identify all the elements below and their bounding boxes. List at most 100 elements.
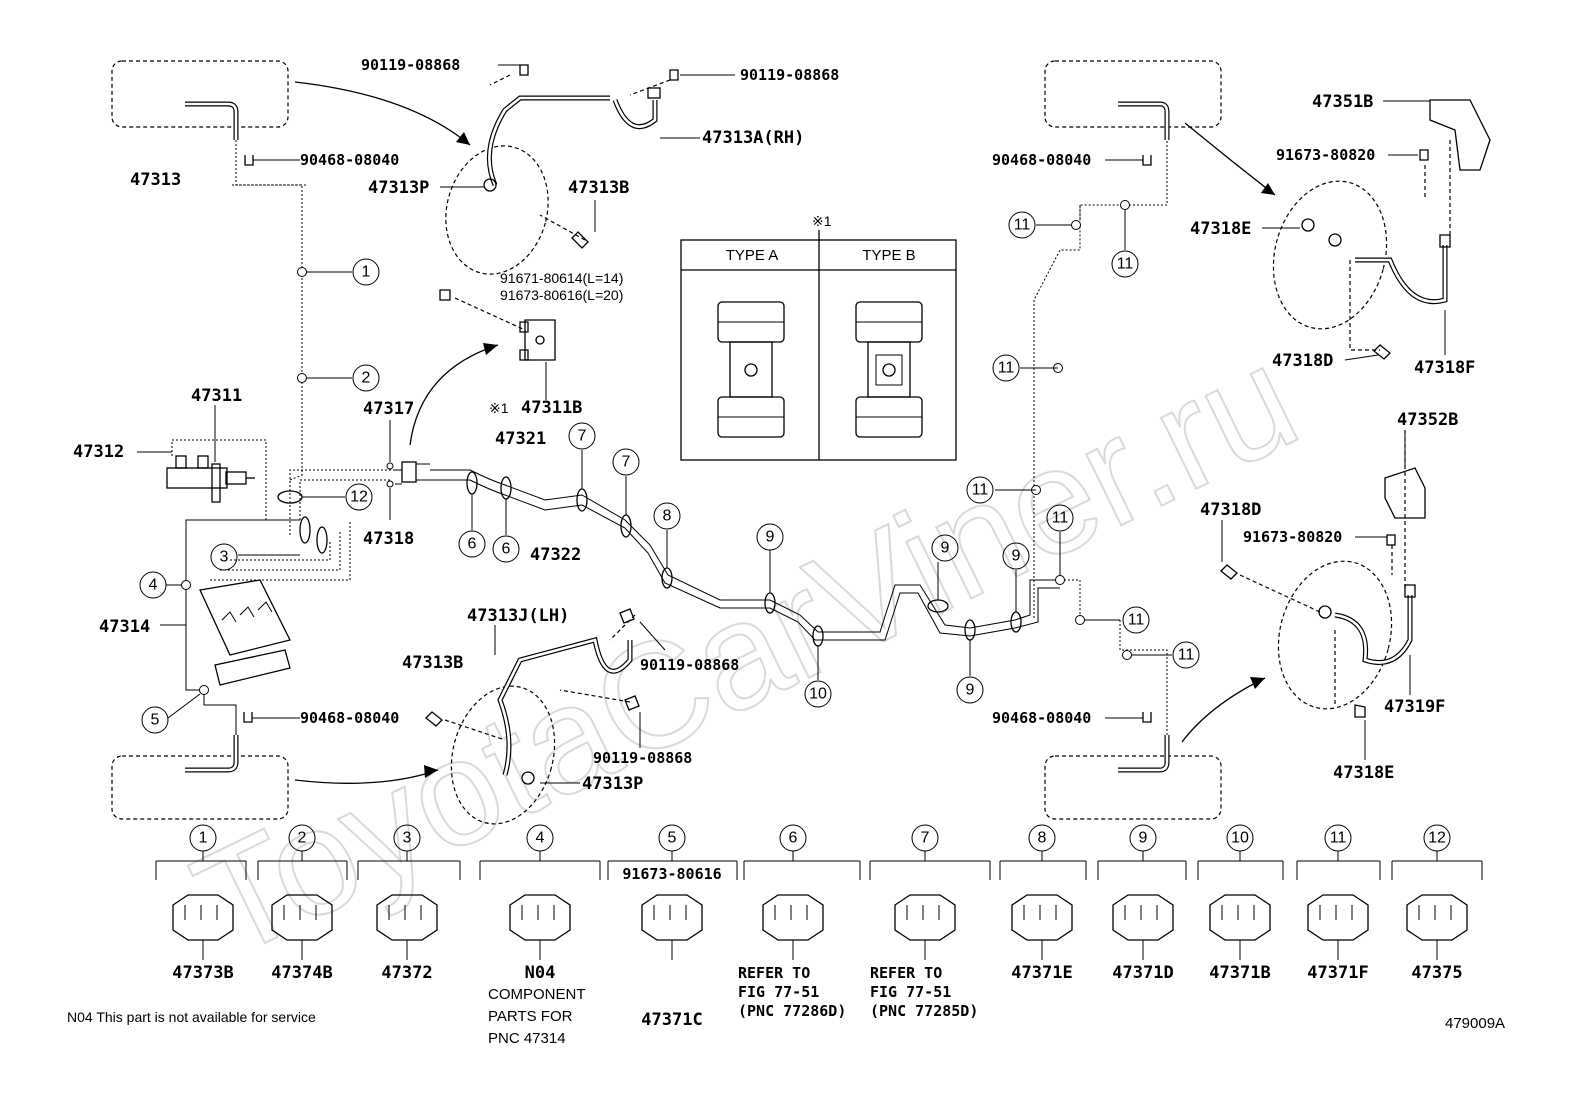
svg-text:7: 7: [622, 454, 631, 471]
junction-47317: [386, 420, 430, 520]
clip-number: 10: [1231, 830, 1249, 847]
clip-note-line: COMPONENT: [488, 986, 586, 1003]
label-47318d-top: 47318D: [1272, 351, 1333, 371]
clip-part-number: 47375: [1411, 963, 1462, 983]
svg-text:11: 11: [998, 360, 1015, 377]
label-47313p-top: 47313P: [368, 178, 429, 198]
label-47318d-bot: 47318D: [1200, 500, 1261, 520]
clip-icon: [1209, 894, 1271, 941]
clip-number: 4: [536, 830, 545, 847]
svg-text:11: 11: [1117, 256, 1134, 273]
clip-part-number: 47371F: [1307, 963, 1368, 983]
clip-item-11: 11 47371F: [1296, 824, 1381, 983]
clip-icon: [894, 894, 956, 941]
svg-text:10: 10: [809, 686, 827, 703]
clip-icon: [1307, 894, 1369, 941]
main-rear-pipe: [430, 140, 1172, 735]
label-91673-c: 91673-80820: [1243, 528, 1342, 546]
type-b-clip-icon: [855, 301, 923, 438]
clip-icon: [172, 894, 234, 941]
type-a-label: TYPE A: [726, 247, 779, 264]
clip-icon: [376, 894, 438, 941]
svg-text:5: 5: [151, 712, 160, 729]
svg-text:1: 1: [362, 264, 371, 281]
label-47322: 47322: [530, 545, 581, 565]
svg-text:9: 9: [966, 682, 975, 699]
type-box: TYPE A TYPE B ※1: [680, 213, 957, 461]
clip-number: 7: [921, 830, 930, 847]
wheel-front-left: [111, 60, 289, 140]
label-47318: 47318: [363, 529, 414, 549]
svg-text:7: 7: [578, 428, 587, 445]
clip-number: 1: [199, 830, 208, 847]
label-90468-tl: 90468-08040: [300, 151, 399, 169]
svg-text:11: 11: [1052, 510, 1069, 527]
rear-right-hose: [1220, 430, 1426, 760]
front-left-line: [232, 140, 352, 481]
label-47318f: 47318F: [1414, 358, 1475, 378]
svg-text:2: 2: [362, 370, 371, 387]
label-47313p-bot: 47313P: [582, 774, 643, 794]
front-left-hose: [440, 64, 735, 275]
label-47313j: 47313J(LH): [467, 606, 569, 626]
svg-text:9: 9: [766, 529, 775, 546]
type-b-label: TYPE B: [862, 247, 915, 264]
clip-part-number: 47371B: [1209, 963, 1270, 983]
label-90119-a: 90119-08868: [361, 56, 460, 74]
arrows: [294, 81, 1276, 784]
svg-text:9: 9: [1012, 548, 1021, 565]
clip-item-9: 9 47371D: [1097, 824, 1187, 983]
label-90468-tr: 90468-08040: [992, 151, 1091, 169]
clip-note-line: (PNC 77286D): [738, 1002, 846, 1020]
svg-text:11: 11: [1014, 217, 1031, 234]
clip-icon: [762, 894, 824, 941]
footnote: N04 This part is not available for servi…: [67, 1009, 316, 1025]
clip-number: 5: [668, 830, 677, 847]
clip-number: 11: [1330, 830, 1347, 847]
clip-icon: [641, 894, 703, 941]
label-91671: 91671-80614(L=14): [500, 270, 623, 286]
svg-text:6: 6: [468, 536, 477, 553]
label-90119-c: 90119-08868: [640, 656, 739, 674]
clip-number: 9: [1139, 830, 1148, 847]
label-47311: 47311: [191, 386, 242, 406]
abs-actuator: [199, 469, 395, 686]
label-47318e-bot: 47318E: [1333, 763, 1394, 783]
svg-text:3: 3: [220, 549, 229, 566]
label-91673-a: 91673-80616(L=20): [500, 287, 623, 303]
clip-note-line: (PNC 77285D): [870, 1002, 978, 1020]
label-47351b: 47351B: [1312, 92, 1373, 112]
front-right-hose: [1262, 99, 1491, 361]
wheel-front-right: [1044, 60, 1222, 140]
bracket-47311b: [439, 289, 556, 400]
label-47313: 47313: [130, 170, 181, 190]
type-box-mark: ※1: [812, 213, 832, 229]
figure-id: 479009A: [1445, 1015, 1505, 1032]
watermark: ToyotaCarViner.ru: [170, 313, 1320, 989]
label-47314: 47314: [99, 617, 150, 637]
label-47317: 47317: [363, 399, 414, 419]
rear-left-line: [160, 519, 300, 735]
clip-position-markers: 1 2 3 4 5 6 6 7 7 8 9 9 9 9 10 11 11 11 …: [139, 211, 1200, 734]
svg-text:8: 8: [663, 508, 672, 525]
clip-item-10: 10 47371B: [1197, 824, 1284, 983]
label-90468-br: 90468-08040: [992, 709, 1091, 727]
clip-icon: [1011, 894, 1073, 941]
clip-part-number: 47371D: [1112, 963, 1173, 983]
type-a-clip-icon: [717, 301, 785, 438]
master-cylinder: [137, 405, 267, 520]
part-labels: 47313 90468-08040 90119-08868 90119-0886…: [73, 56, 1475, 794]
clip-note-line: PNC 47314: [488, 1030, 566, 1047]
clip-icon: [271, 894, 333, 941]
label-47312: 47312: [73, 442, 124, 462]
clip-90468-icons: [243, 155, 1152, 723]
svg-text:11: 11: [972, 482, 989, 499]
clip-part-number: 47371C: [641, 1010, 702, 1030]
label-47311b: 47311B: [521, 398, 582, 418]
label-47319f: 47319F: [1384, 697, 1445, 717]
